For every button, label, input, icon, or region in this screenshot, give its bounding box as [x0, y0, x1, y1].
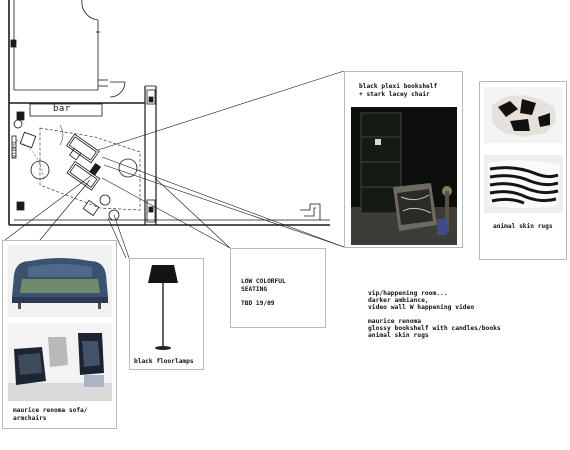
- armchairs-photo: [8, 323, 112, 401]
- seating-line-3: TBD 19/09: [241, 300, 275, 307]
- bookshelf-caption-1: black plexi bookshelf: [359, 83, 438, 90]
- sofa-photo: [8, 245, 112, 317]
- floorlamp-photo: [144, 261, 190, 353]
- notes-line-2: darker ambiance,: [368, 297, 429, 304]
- seating-card: LOW COLORFUL SEATING TBD 19/09: [230, 248, 326, 328]
- bookshelf-card: black plexi bookshelf + stark lacey chai…: [344, 71, 463, 248]
- sofa-card: maurice renoma sofa/ armchairs: [2, 240, 117, 429]
- rugs-card: animal skin rugs: [479, 81, 567, 260]
- notes-line-3: video wall W happening video: [368, 304, 475, 311]
- seating-line-1: LOW COLORFUL: [241, 278, 286, 285]
- notes-line-5: glossy bookshelf with candles/books: [368, 325, 501, 332]
- video-wall-label: VIDEO: [12, 141, 18, 158]
- sofa-caption-2: armchairs: [13, 415, 47, 422]
- seating-line-2: SEATING: [241, 286, 268, 293]
- zebra-rug-photo: [484, 155, 563, 213]
- sofa-caption-1: maurice renoma sofa/: [13, 407, 88, 414]
- notes-line-4: maurice renoma: [368, 318, 422, 325]
- bookshelf-photo: [351, 107, 457, 245]
- rugs-caption: animal skin rugs: [493, 223, 553, 230]
- floorlamp-card: black floorlamps: [129, 258, 204, 370]
- bookshelf-caption-2: + stark lacey chair: [359, 91, 430, 98]
- notes-line-1: vip/happening room...: [368, 290, 448, 297]
- cowhide-rug-photo: [484, 87, 563, 143]
- bar-label: bar: [53, 104, 71, 114]
- notes-line-6: animal skin rugs: [368, 332, 429, 339]
- floorlamp-caption: black floorlamps: [134, 358, 194, 365]
